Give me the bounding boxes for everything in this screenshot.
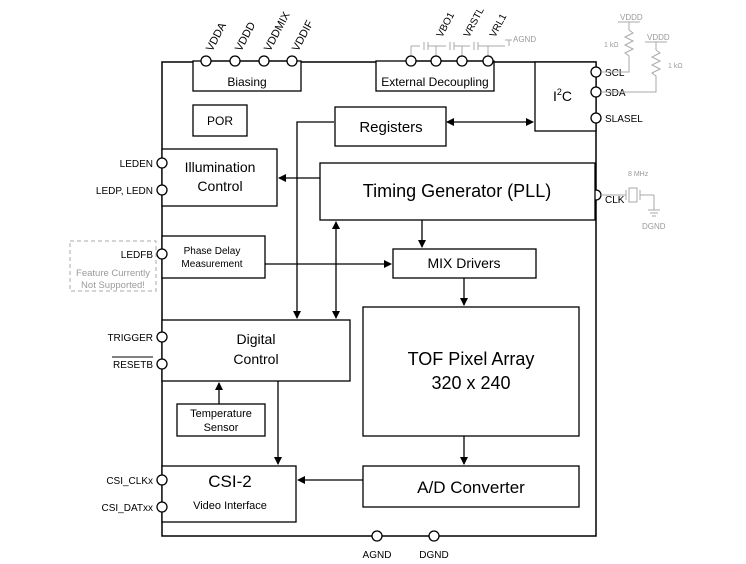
pin-label-agnd: AGND <box>363 550 392 561</box>
pin-vddd <box>229 55 241 67</box>
illumination-label-1: Illumination <box>185 159 256 175</box>
i2c-label: I2C <box>553 87 572 104</box>
por-block <box>192 104 248 137</box>
pin-label-vdda: VDDA <box>204 20 229 53</box>
dgnd-ext-label: DGND <box>642 222 666 231</box>
illumination-label-2: Control <box>197 178 242 194</box>
phase-delay-label-2: Measurement <box>181 259 242 270</box>
bottom-pins: AGND DGND <box>363 530 449 561</box>
pin-vbo1 <box>430 55 442 67</box>
vddd-top-label: VDDD <box>620 13 643 22</box>
pin-label-vbo1: VBO1 <box>435 10 457 39</box>
registers-digital-link <box>293 121 334 319</box>
pin-label-vddmix: VDDMIX <box>262 9 293 53</box>
registers-label: Registers <box>359 119 422 136</box>
external-decoupling-label: External Decoupling <box>381 75 488 89</box>
timing-generator-label: Timing Generator (PLL) <box>363 181 551 201</box>
pin-leden <box>156 157 168 169</box>
pin-vddif <box>286 55 298 67</box>
res-1k-b-label: 1 kΩ <box>668 63 683 70</box>
adc-label: A/D Converter <box>417 478 525 497</box>
pin-ledp-ledn <box>156 184 168 196</box>
pin-scl <box>590 66 602 78</box>
pin-label-leden: LEDEN <box>120 159 153 170</box>
tof-array-label-1: TOF Pixel Array <box>408 349 535 369</box>
pin-vddmix <box>258 55 270 67</box>
pin-decoupling-1 <box>405 55 417 67</box>
por-label: POR <box>207 114 233 128</box>
pin-trigger <box>156 331 168 343</box>
pin-label-vrstl: VRSTL <box>462 5 487 39</box>
right-pins: SCL SDA SLASEL CLK <box>590 66 643 206</box>
crystal-circuit: 8 MHz DGND <box>601 171 666 231</box>
csi2-subtitle: Video Interface <box>193 500 267 512</box>
tof-pixel-array-block <box>362 306 580 437</box>
tof-array-label-2: 320 x 240 <box>431 373 510 393</box>
digital-control-block <box>161 319 351 382</box>
top-pins: VDDA VDDD VDDMIX VDDIF <box>200 9 316 67</box>
biasing-label: Biasing <box>227 75 266 89</box>
pin-label-resetb: RESETB <box>113 360 153 371</box>
adc-block <box>362 465 580 508</box>
digital-control-label-2: Control <box>233 351 278 367</box>
pin-agnd <box>371 530 383 542</box>
pin-label-dgnd: DGND <box>419 550 448 561</box>
pin-label-scl: SCL <box>605 68 625 79</box>
pullup-resistors: VDDD 1 kΩ VDDD 1 kΩ <box>601 13 683 93</box>
temperature-sensor-block <box>176 403 266 437</box>
pin-vrl1 <box>482 55 494 67</box>
mix-drivers-label: MIX Drivers <box>427 255 500 271</box>
res-1k-a-label: 1 kΩ <box>604 42 619 49</box>
pin-label-csi-clk: CSI_CLKx <box>106 476 153 487</box>
agnd-cap-label: AGND <box>513 35 536 44</box>
mix-drivers-block <box>392 248 537 279</box>
pin-label-sda: SDA <box>605 88 626 99</box>
feature-note-line1: Feature Currently <box>76 268 150 279</box>
decoupling-caps: AGND VBO1 VRSTL VRL1 <box>405 5 536 67</box>
pin-label-vrl1: VRL1 <box>488 12 510 40</box>
pin-label-ledfb: LEDFB <box>121 250 154 261</box>
pin-slasel <box>590 112 602 124</box>
pin-label-vddd: VDDD <box>233 20 258 53</box>
vddd-right-label: VDDD <box>647 33 670 42</box>
signal-connections <box>215 118 534 484</box>
csi2-title: CSI-2 <box>208 472 251 491</box>
phase-delay-block <box>161 235 266 279</box>
pin-resetb <box>156 358 168 370</box>
pin-label-vddif: VDDIF <box>290 18 316 53</box>
left-pins: LEDEN LEDP, LEDN LEDFB TRIGGER RESETB CS… <box>96 157 168 514</box>
pin-sda <box>590 86 602 98</box>
pin-ledfb <box>156 248 168 260</box>
feature-note-line2: Not Supported! <box>81 280 145 291</box>
pin-dgnd <box>428 530 440 542</box>
crystal-label: 8 MHz <box>628 171 649 178</box>
feature-not-supported-note: Feature Currently Not Supported! <box>69 240 157 292</box>
pin-csi-dat <box>156 501 168 513</box>
temperature-label-1: Temperature <box>190 408 252 420</box>
pin-label-clk: CLK <box>605 195 625 206</box>
illumination-control-block <box>161 148 278 207</box>
phase-delay-label-1: Phase Delay <box>184 246 241 257</box>
pin-vrstl <box>456 55 468 67</box>
digital-control-label-1: Digital <box>237 331 276 347</box>
timing-generator-block <box>319 162 596 221</box>
pin-csi-clk <box>156 474 168 486</box>
pin-label-csi-dat: CSI_DATxx <box>102 503 154 514</box>
registers-block <box>334 106 447 147</box>
pin-label-slasel: SLASEL <box>605 114 643 125</box>
temperature-label-2: Sensor <box>204 422 239 434</box>
pin-label-trigger: TRIGGER <box>107 333 153 344</box>
csi2-block <box>161 465 297 523</box>
pin-vdda <box>200 55 212 67</box>
pin-label-ledp-ledn: LEDP, LEDN <box>96 186 153 197</box>
